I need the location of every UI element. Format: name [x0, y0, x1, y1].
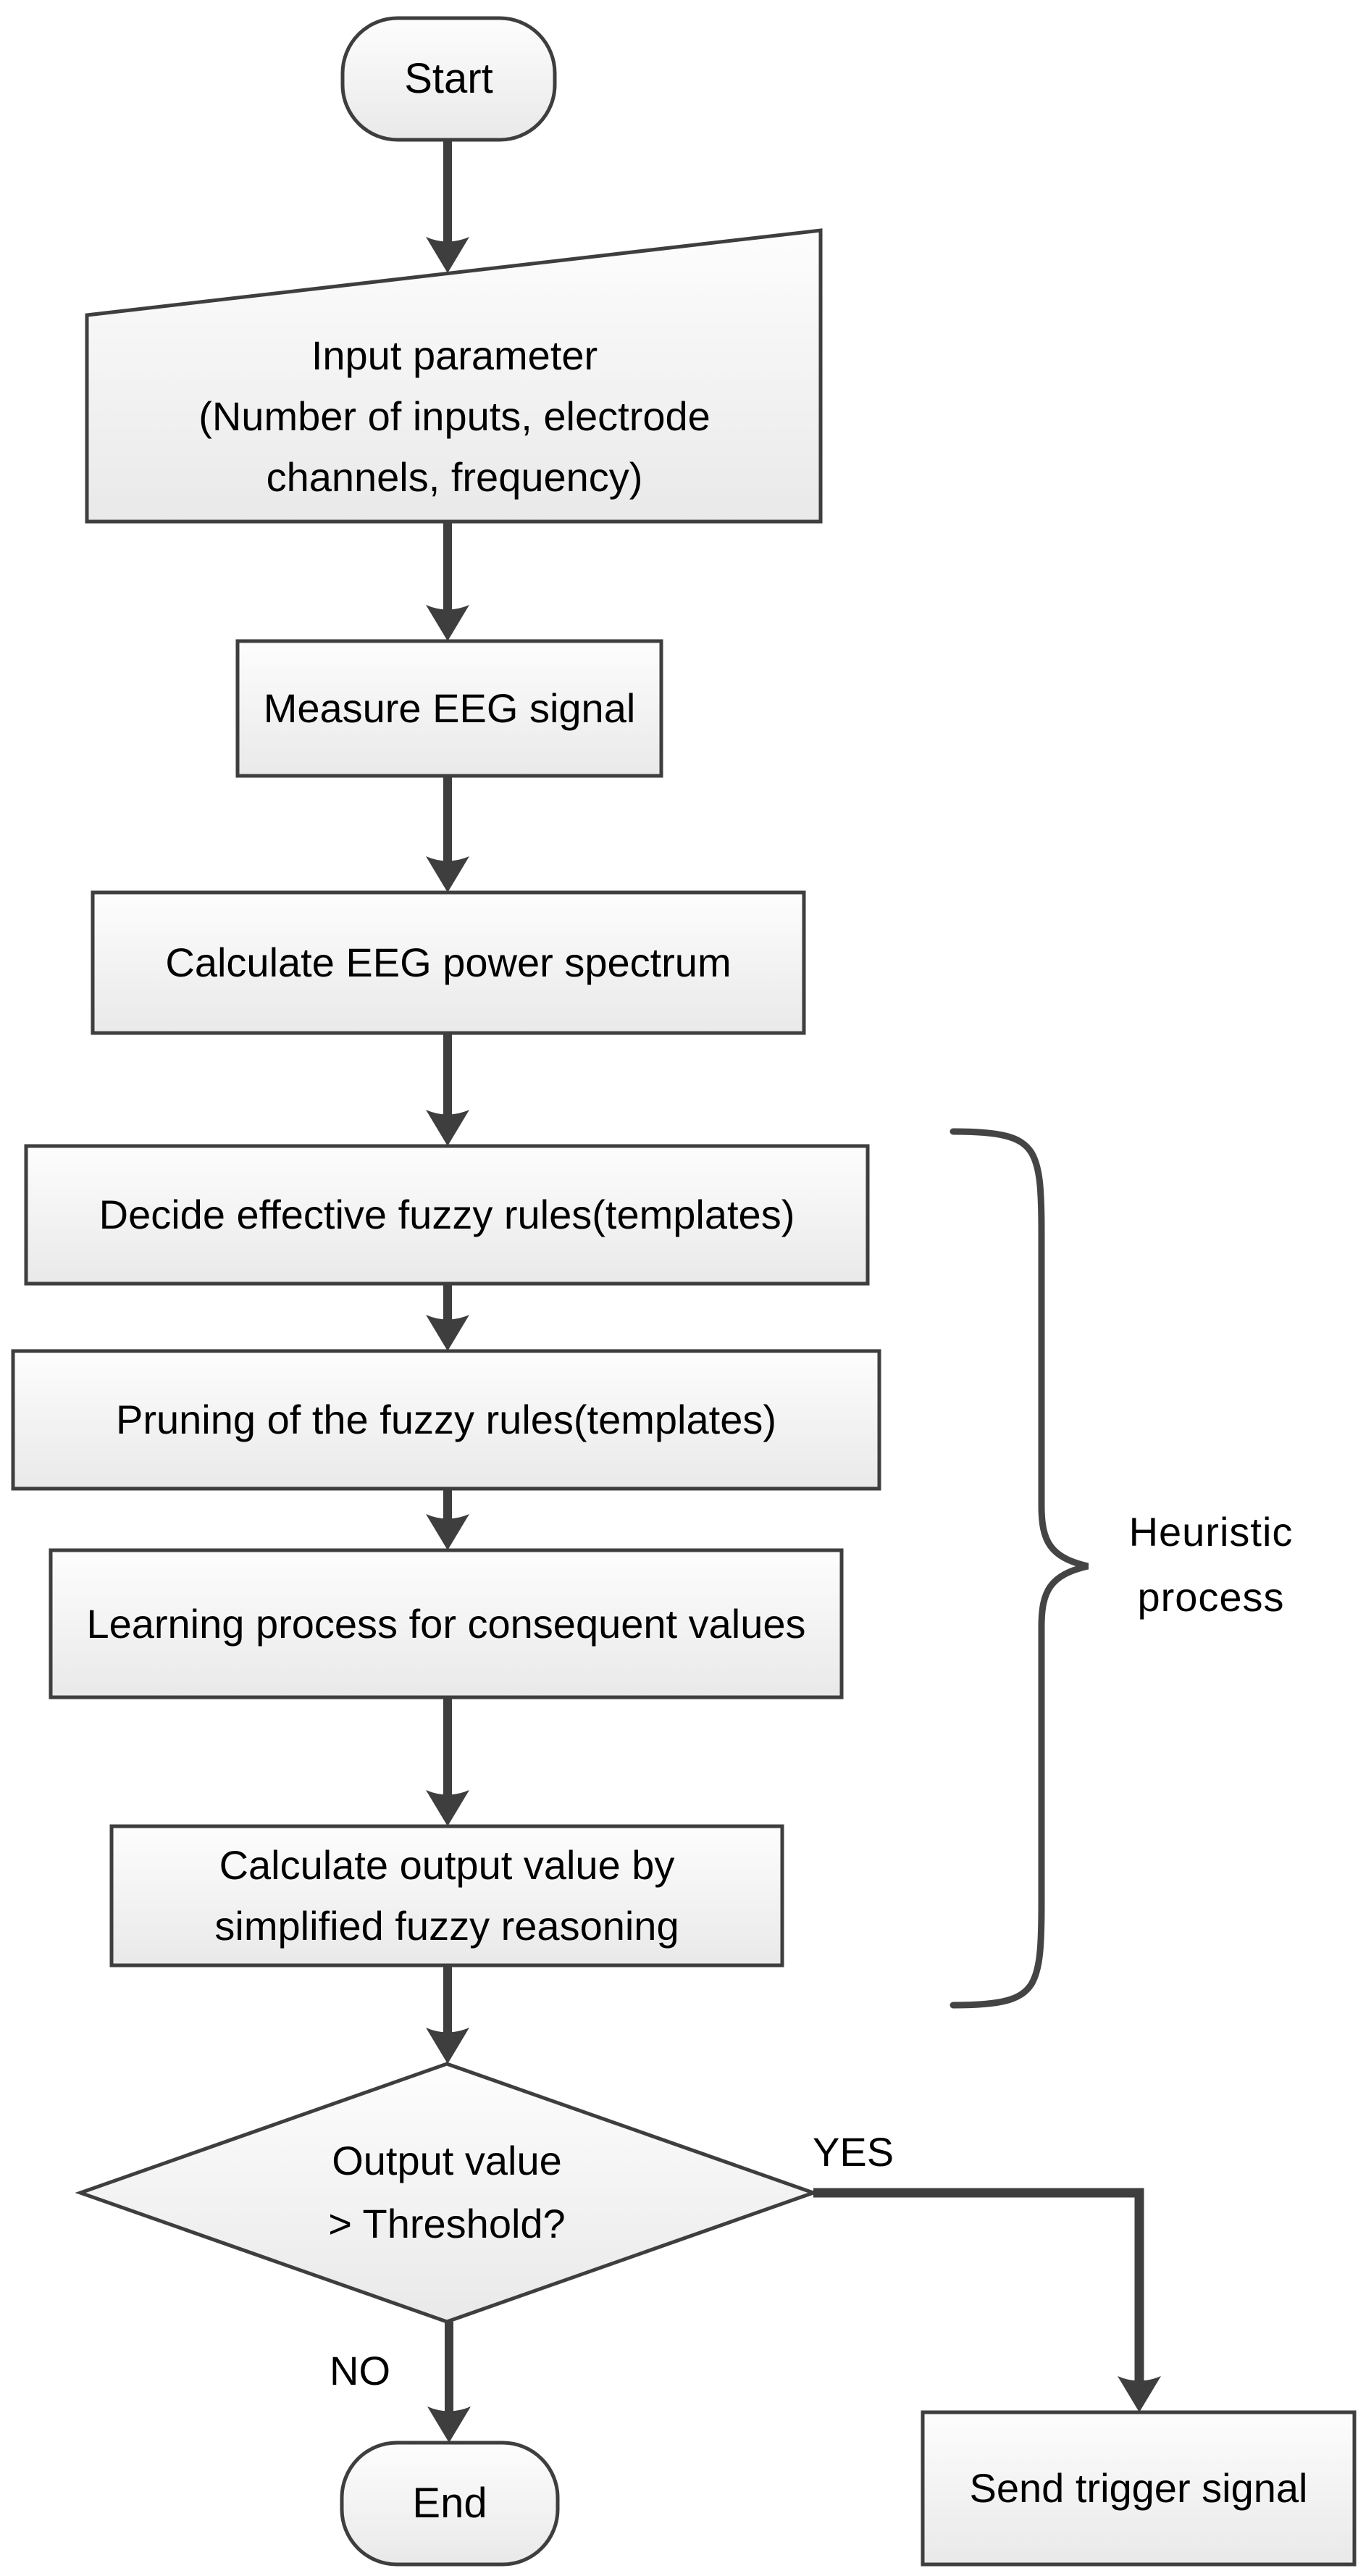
calc-output-line-2: simplified fuzzy reasoning: [214, 1903, 679, 1949]
end-terminator-shape: [340, 2441, 560, 2567]
send-trigger-label-text: Send trigger signal: [969, 2465, 1308, 2512]
calc-spectrum-label: Calculate EEG power spectrum: [93, 892, 804, 1033]
heuristic-process-annotation: Heuristic process: [1052, 1500, 1358, 1629]
calc-spectrum-label-text: Calculate EEG power spectrum: [165, 940, 732, 986]
decide-rules-box: [24, 1144, 870, 1286]
start-label-text: Start: [404, 54, 493, 102]
calc-spectrum-box: [91, 890, 806, 1035]
yes-branch-label: YES: [813, 2129, 894, 2175]
measure-eeg-label-text: Measure EEG signal: [263, 685, 636, 732]
input-parameter-shape: [85, 228, 823, 524]
no-branch-label: NO: [330, 2348, 390, 2393]
arrow-heads: [426, 237, 1161, 2443]
measure-eeg-label: Measure EEG signal: [238, 641, 661, 776]
pruning-rules-label: Pruning of the fuzzy rules(templates): [13, 1351, 879, 1489]
decide-rules-label-text: Decide effective fuzzy rules(templates): [99, 1192, 795, 1238]
decision-line-2: > Threshold?: [328, 2201, 566, 2246]
arrow-stems: [443, 140, 453, 2416]
arrowhead-to-decision: [426, 2028, 469, 2064]
arrowhead-to-measure: [426, 605, 469, 641]
calc-output-box: [109, 1824, 784, 1967]
arrowhead-to-decide: [426, 1110, 469, 1146]
start-label: Start: [343, 18, 555, 140]
measure-eeg-box: [235, 639, 663, 778]
input-line-1: Input parameter: [311, 333, 598, 378]
end-label: End: [342, 2443, 558, 2564]
calc-output-line-1: Calculate output value by: [219, 1842, 675, 1888]
send-trigger-box: [921, 2410, 1357, 2567]
heuristic-annotation-line-1: Heuristic: [1128, 1509, 1294, 1555]
input-line-2: (Number of inputs, electrode: [198, 393, 711, 439]
arrowhead-to-pruning: [426, 1315, 469, 1351]
decision-label: Output value > Threshold?: [80, 2064, 813, 2322]
input-parameter-label: Input parameter (Number of inputs, elect…: [98, 311, 811, 522]
pruning-rules-label-text: Pruning of the fuzzy rules(templates): [116, 1397, 776, 1443]
learning-label-text: Learning process for consequent values: [86, 1600, 806, 1647]
heuristic-annotation-line-2: process: [1137, 1573, 1285, 1620]
send-trigger-label: Send trigger signal: [923, 2412, 1354, 2564]
decide-rules-label: Decide effective fuzzy rules(templates): [26, 1146, 868, 1284]
decision-line-1: Output value: [332, 2138, 562, 2184]
arrowhead-to-spectrum: [426, 856, 469, 892]
learning-label: Learning process for consequent values: [51, 1550, 842, 1697]
heuristic-brace: [950, 1128, 1089, 2009]
arrowhead-to-calcoutput: [426, 1790, 469, 1826]
end-label-text: End: [412, 2479, 487, 2527]
arrow-yes-elbow: [813, 2188, 1144, 2385]
input-line-3: channels, frequency): [266, 454, 643, 500]
learning-box: [49, 1548, 844, 1699]
arrowhead-to-learning: [426, 1514, 469, 1550]
calc-output-label: Calculate output value by simplified fuz…: [112, 1826, 782, 1965]
arrowhead-to-input: [426, 237, 469, 273]
arrowhead-no-to-end: [427, 2406, 471, 2443]
arrowhead-yes-to-trigger: [1118, 2376, 1161, 2412]
